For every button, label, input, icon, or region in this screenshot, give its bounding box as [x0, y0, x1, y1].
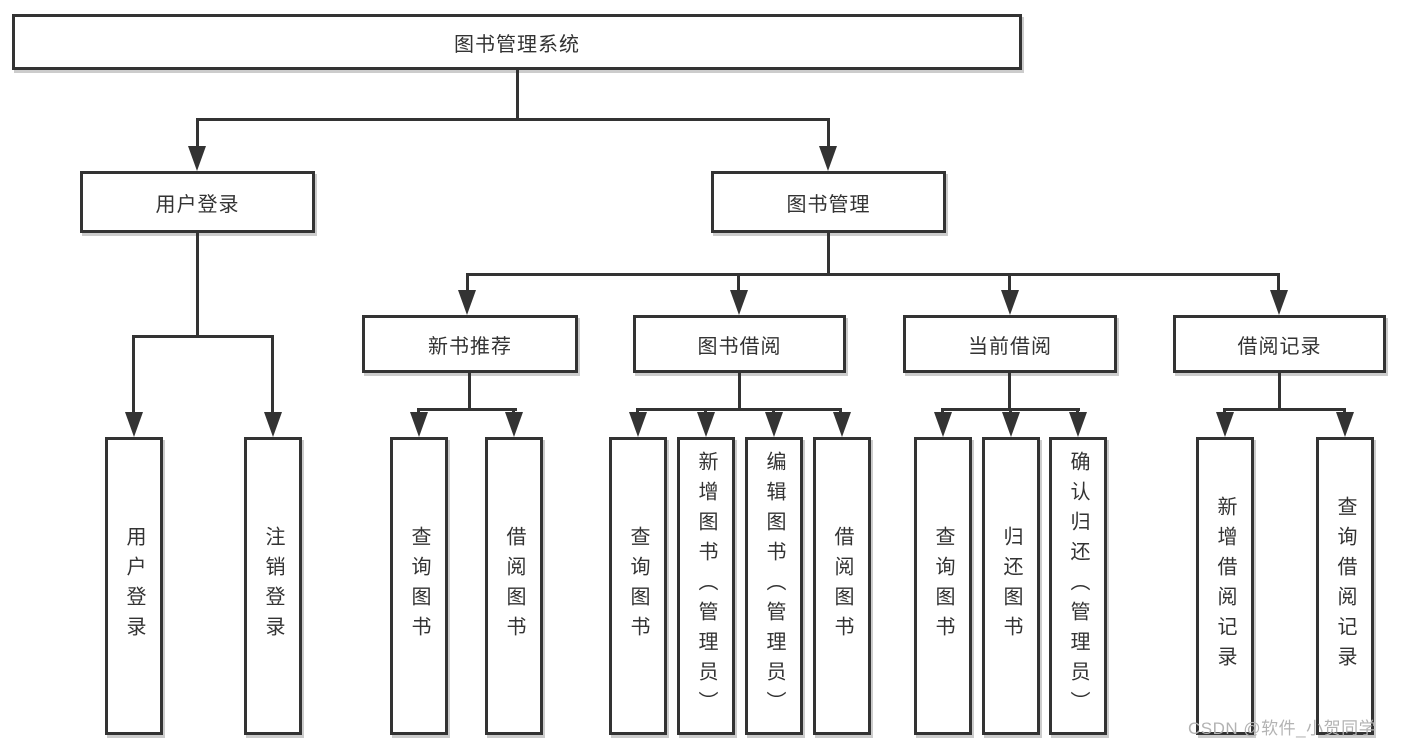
node-borrow-records-label: 借阅记录 — [1237, 335, 1322, 358]
connector-line — [1277, 273, 1280, 291]
node-user-login-label: 用户登录 — [155, 193, 240, 216]
arrowhead-icon — [1069, 412, 1087, 437]
node-book-management-box: 图书管理 — [711, 171, 946, 233]
leaf-return-books-label: 归还图书 — [1000, 526, 1022, 646]
node-current-borrow-box: 当前借阅 — [903, 315, 1117, 373]
connector-line — [132, 335, 135, 415]
connector-line — [827, 118, 830, 148]
leaf-add-borrow-record-label: 新增借阅记录 — [1214, 496, 1236, 676]
leaf-user-login-box: 用户登录 — [105, 437, 163, 735]
arrowhead-icon — [1002, 412, 1020, 437]
arrowhead-icon — [410, 412, 428, 437]
leaf-query-books-box: 查询图书 — [390, 437, 448, 735]
leaf-borrow-books-box: 借阅图书 — [813, 437, 871, 735]
arrowhead-icon — [697, 412, 715, 437]
arrowhead-icon — [1216, 412, 1234, 437]
node-book-borrow-box: 图书借阅 — [633, 315, 846, 373]
arrowhead-icon — [629, 412, 647, 437]
node-book-borrow-label: 图书借阅 — [697, 335, 782, 358]
connector-line — [466, 273, 1280, 276]
connector-line — [1223, 408, 1346, 411]
leaf-borrow-books-label: 借阅图书 — [831, 526, 853, 646]
arrowhead-icon — [264, 412, 282, 437]
connector-line — [1008, 373, 1011, 408]
leaf-query-books-box: 查询图书 — [914, 437, 972, 735]
arrowhead-icon — [458, 290, 476, 315]
connector-line — [737, 273, 740, 291]
connector-line — [1278, 373, 1281, 408]
node-new-book-recommend-box: 新书推荐 — [362, 315, 578, 373]
connector-line — [196, 118, 830, 121]
arrowhead-icon — [934, 412, 952, 437]
connector-line — [196, 118, 199, 148]
connector-line — [516, 70, 519, 118]
arrowhead-icon — [125, 412, 143, 437]
leaf-edit-books-admin-box: 编辑图书（管理员） — [745, 437, 803, 735]
leaf-query-books-label: 查询图书 — [932, 526, 954, 646]
node-borrow-records-box: 借阅记录 — [1173, 315, 1386, 373]
leaf-logout-label: 注销登录 — [262, 526, 284, 646]
node-current-borrow-label: 当前借阅 — [968, 335, 1052, 358]
root-node-label: 图书管理系统 — [454, 33, 580, 56]
leaf-edit-books-admin-label: 编辑图书（管理员） — [763, 451, 785, 721]
arrowhead-icon — [188, 146, 206, 171]
arrowhead-icon — [505, 412, 523, 437]
connector-line — [636, 408, 842, 411]
connector-line — [271, 335, 274, 415]
leaf-user-login-label: 用户登录 — [123, 526, 145, 646]
node-book-management-label: 图书管理 — [786, 193, 871, 216]
leaf-return-books-box: 归还图书 — [982, 437, 1040, 735]
arrowhead-icon — [730, 290, 748, 315]
leaf-logout-box: 注销登录 — [244, 437, 302, 735]
arrowhead-icon — [1270, 290, 1288, 315]
leaf-borrow-books-box: 借阅图书 — [485, 437, 543, 735]
connector-line — [132, 335, 274, 338]
connector-line — [468, 373, 471, 408]
leaf-add-books-admin-label: 新增图书（管理员） — [695, 451, 717, 721]
leaf-confirm-return-admin-box: 确认归还（管理员） — [1049, 437, 1107, 735]
node-user-login-box: 用户登录 — [80, 171, 315, 233]
node-new-book-recommend-label: 新书推荐 — [428, 335, 512, 358]
leaf-query-books-box: 查询图书 — [609, 437, 667, 735]
leaf-confirm-return-admin-label: 确认归还（管理员） — [1067, 451, 1089, 721]
connector-line — [827, 233, 830, 273]
leaf-query-borrow-record-box: 查询借阅记录 — [1316, 437, 1374, 735]
leaf-query-books-label: 查询图书 — [627, 526, 649, 646]
leaf-borrow-books-label: 借阅图书 — [503, 526, 525, 646]
arrowhead-icon — [819, 146, 837, 171]
leaf-add-books-admin-box: 新增图书（管理员） — [677, 437, 735, 735]
csdn-watermark: CSDN @软件_小贺同学 — [1188, 719, 1377, 738]
connector-line — [738, 373, 741, 408]
connector-line — [466, 273, 469, 291]
arrowhead-icon — [1336, 412, 1354, 437]
connector-line — [1008, 273, 1011, 291]
leaf-add-borrow-record-box: 新增借阅记录 — [1196, 437, 1254, 735]
root-node-box: 图书管理系统 — [12, 14, 1022, 70]
arrowhead-icon — [1001, 290, 1019, 315]
arrowhead-icon — [833, 412, 851, 437]
leaf-query-borrow-record-label: 查询借阅记录 — [1334, 496, 1356, 676]
connector-line — [417, 408, 517, 411]
connector-line — [196, 233, 199, 335]
arrowhead-icon — [765, 412, 783, 437]
leaf-query-books-label: 查询图书 — [408, 526, 430, 646]
